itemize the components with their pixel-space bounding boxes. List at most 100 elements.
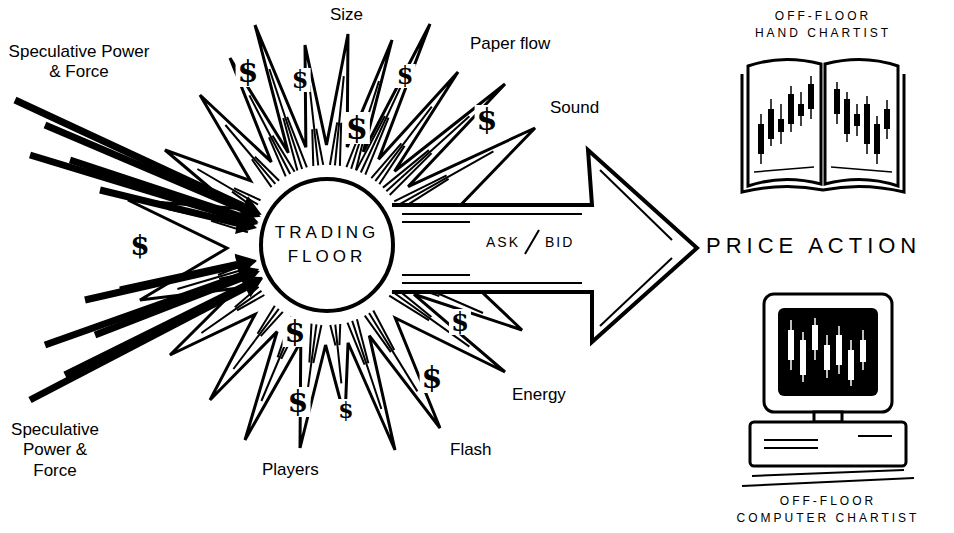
circle-outline [261,179,393,311]
node-heading: OFF-FLOOR HAND CHARTIST [755,8,892,42]
force-arrow-shaft [30,155,239,218]
hatch-line [309,324,311,363]
arrow-hatch [402,282,582,284]
hatch-line [386,116,469,191]
force-label: Energy [512,385,566,405]
computer-chartist: OFF-FLOOR COMPUTER CHARTIST [728,290,928,530]
candle-body [798,104,804,116]
candle-body [788,94,794,124]
candle-body [848,350,854,380]
monitor-case [764,294,892,412]
book-page-left [748,59,821,186]
node-heading: OFF-FLOOR COMPUTER CHARTIST [737,493,920,527]
base-slot [764,447,818,449]
force-arrow-shaft [120,265,237,290]
hatch-line [352,321,381,409]
result-label: PRICE ACTION [706,233,921,259]
dollar-sign: $ [236,57,261,87]
hatch-line [389,296,429,321]
dollar-sign: $ [336,399,355,421]
arrow-hatch [402,213,582,215]
hatch-line [316,129,323,165]
page-line [754,167,814,172]
arrow-label: ASK [486,234,520,251]
hatch-line [312,129,313,166]
trading-floor-circle: TRADING FLOOR [259,177,395,313]
dollar-sign: $ [344,112,370,144]
hatch-line [225,125,275,184]
candle-body [768,109,774,139]
dollar-sign: $ [420,363,445,393]
arrow-hatch [600,170,672,240]
arrow-hatch [402,221,470,223]
candle-body [824,345,830,370]
dollar-sign: $ [395,64,416,88]
force-arrow-shaft [100,190,238,223]
hatch-line [397,151,494,205]
hatch-line [335,76,344,165]
force-arrow-head [235,213,257,234]
hatch-line [249,95,290,174]
dollar-sign: $ [286,387,311,417]
force-label: Speculative Power & Force [5,420,105,481]
hatch-line [335,325,341,384]
force-label: Players [262,460,319,480]
hatch-line [338,324,341,345]
force-arrow-shaft [15,100,244,206]
hatch-line [233,309,278,369]
dollar-sign: $ [128,232,151,260]
ask-bid-slash [525,230,539,254]
hand-chartist-book: OFF-FLOOR HAND CHARTIST [728,4,918,194]
hatch-line [287,117,307,168]
force-arrow-shaft [70,160,240,216]
hatch-line [373,310,394,350]
page-line [831,167,892,172]
arrow-hatch [402,274,470,276]
dollar-sign: $ [290,68,311,92]
base-slot [764,439,818,441]
dollar-sign: $ [283,317,308,347]
candle-body [834,89,840,114]
force-label: Speculative Power & Force [8,42,150,83]
desk-hatch [742,478,914,486]
force-arrow-head [235,255,257,276]
hatch-line [309,85,318,165]
ask-bid-arrow-outline [392,150,697,342]
candle-body [808,84,814,109]
candle-body [884,109,890,129]
candle-body [800,340,806,375]
arrow-label: BID [545,234,574,251]
candle-body [854,114,860,126]
hatch-line [330,325,335,345]
force-label: Paper flow [470,34,550,54]
monitor-screen [778,308,878,396]
book-page-right [825,59,898,186]
hatch-line [255,157,279,181]
force-arrows [15,100,263,400]
node-title: TRADING FLOOR [267,221,387,269]
ask-bid-arrow [392,150,697,342]
candle-body [844,99,850,134]
candle-body [874,124,880,154]
trading-floor-circle-outline [259,177,395,313]
candle-body [864,104,870,144]
candle-body [778,119,784,132]
force-label: Sound [550,98,599,118]
hatch-line [365,316,391,352]
hatch-line [347,323,364,365]
desk-hatch [752,470,904,476]
hatch-line [340,123,341,166]
dollar-sign: $ [449,309,471,335]
force-arrow-shaft [95,278,241,335]
arrow-hatch [600,258,672,326]
hatch-line [383,150,429,187]
force-label: Size [330,5,363,25]
force-arrow-shaft [85,265,237,300]
base-slot [858,435,892,437]
force-label: Flash [450,440,492,460]
candle-body [758,124,764,154]
hatch-line [258,306,275,334]
dollar-sign: $ [475,105,500,135]
candle-body [812,325,818,350]
